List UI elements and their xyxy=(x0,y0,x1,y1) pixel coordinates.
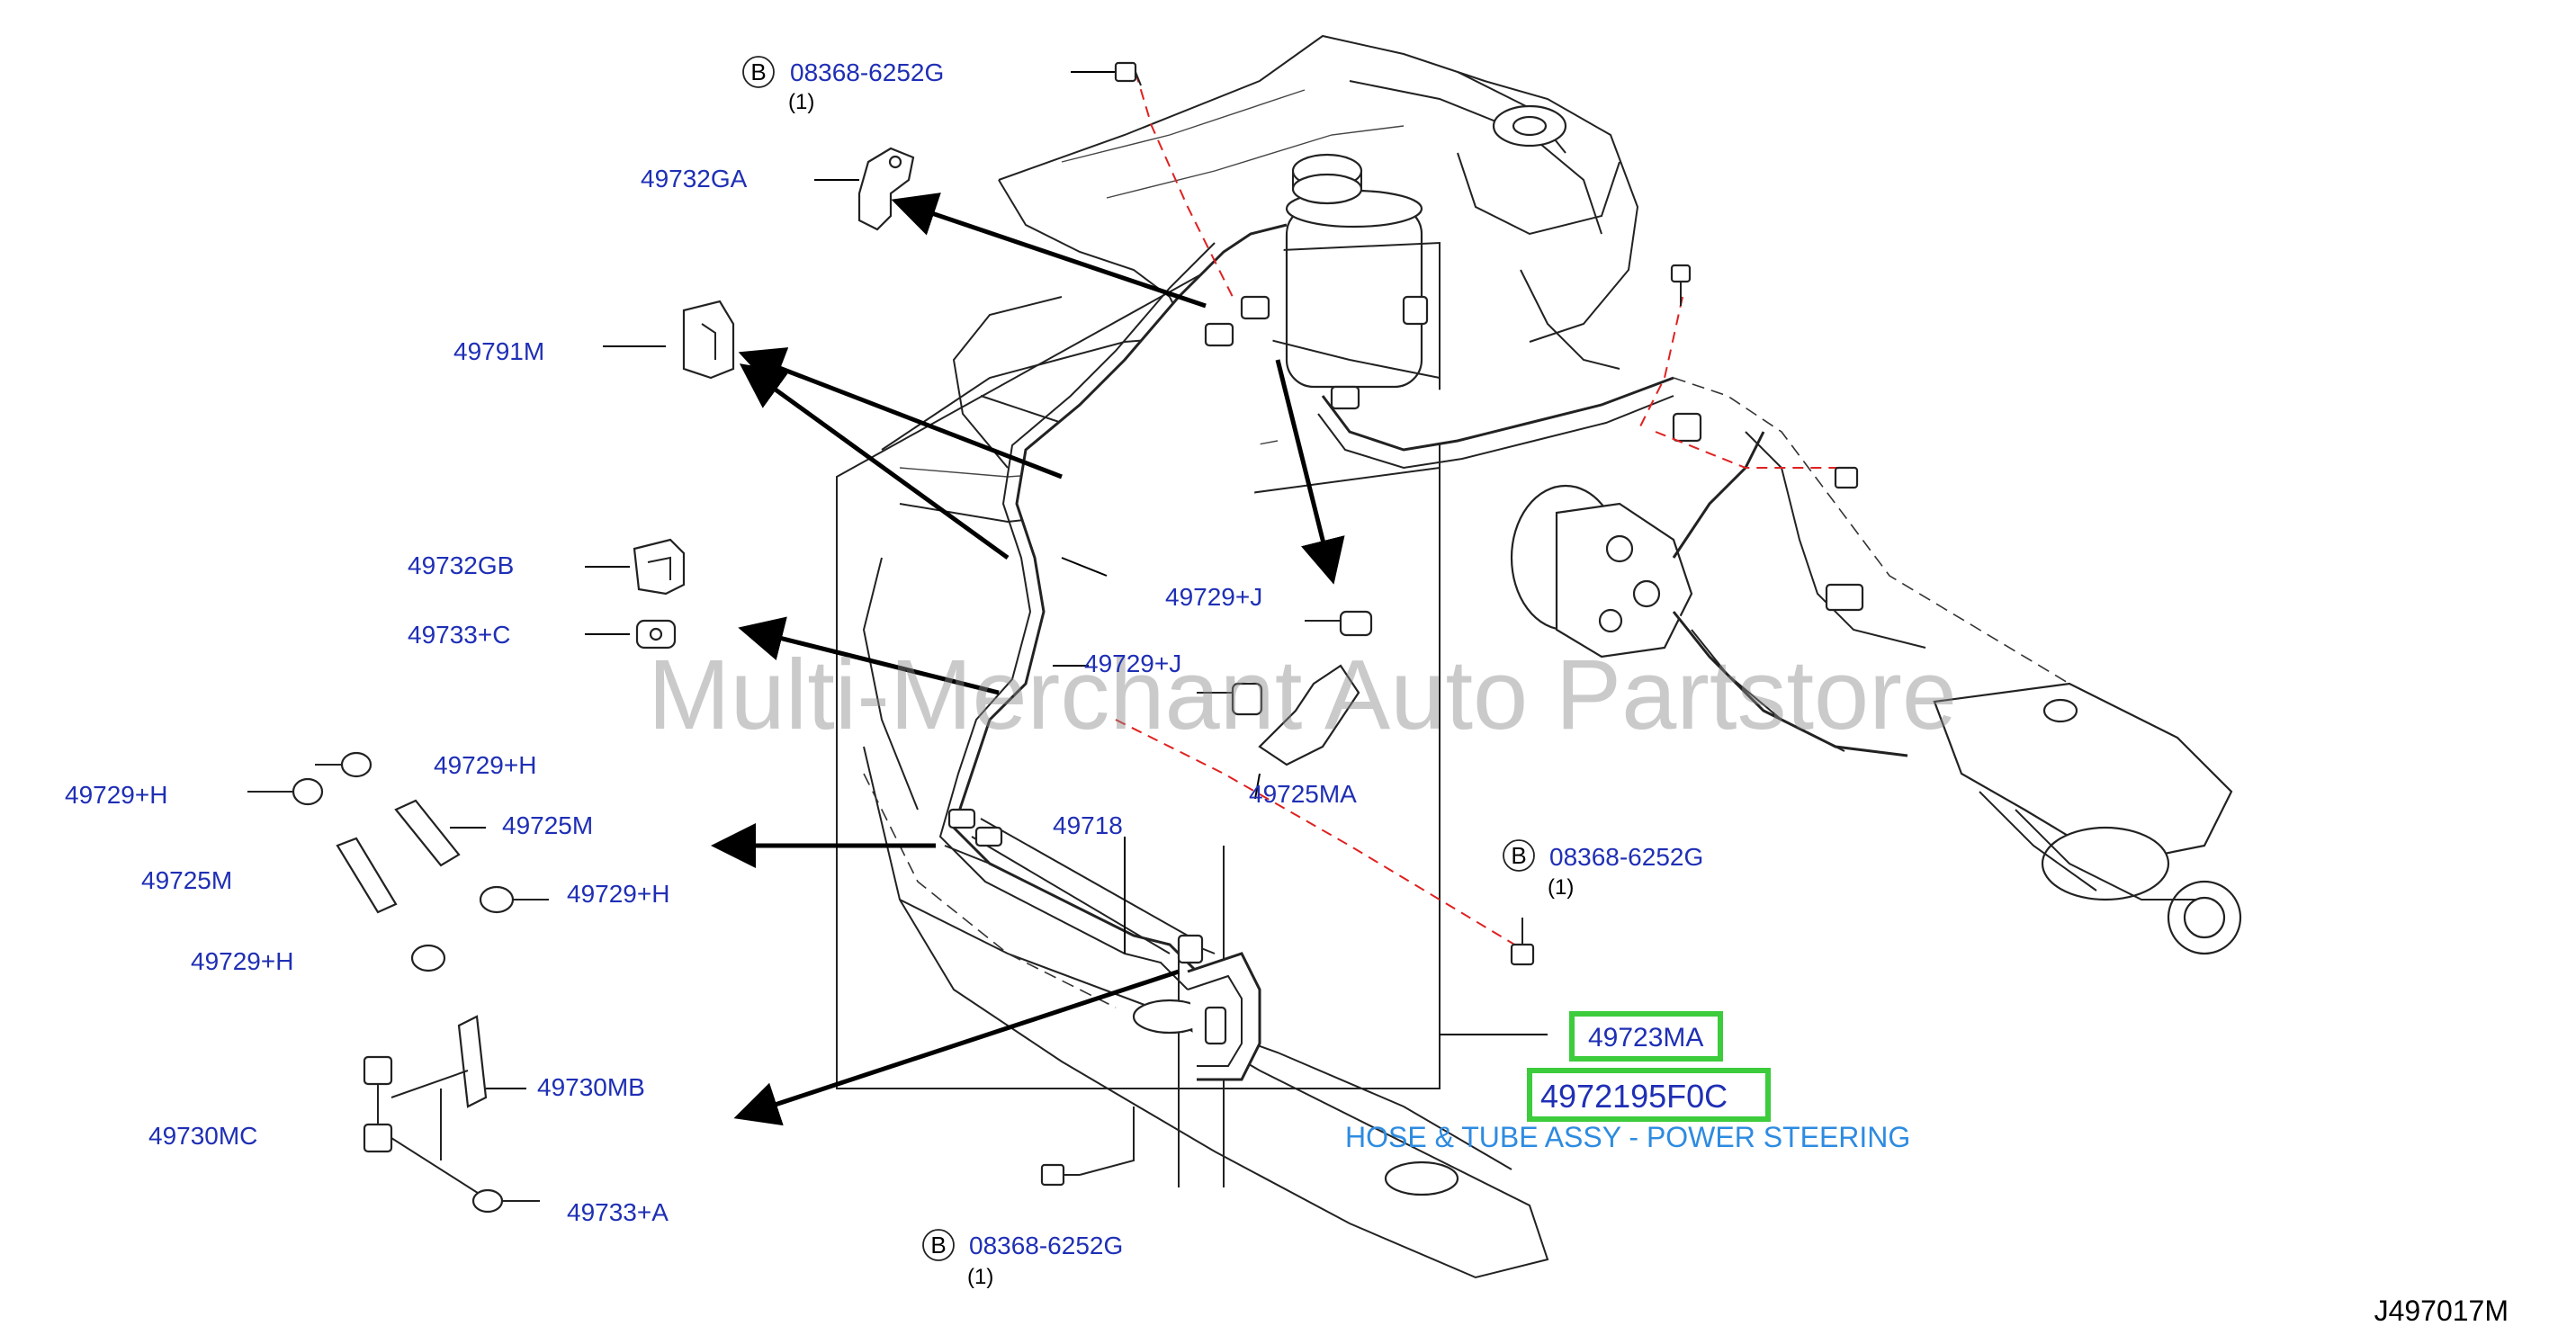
label-49729h-top: 49729+H xyxy=(434,751,536,779)
label-49725ma: 49725MA xyxy=(1249,780,1357,808)
hose-tube-routing xyxy=(938,223,2242,1081)
label-49791m: 49791M xyxy=(453,337,544,365)
label-49723ma: 49723MA xyxy=(1588,1023,1703,1053)
bracket-49732ga-icon xyxy=(857,147,915,231)
label-49725m-right: 49725M xyxy=(502,811,593,839)
bolt-bot-qty: (1) xyxy=(967,1265,993,1289)
bolt-mid-code: 08368-6252G xyxy=(1549,843,1703,871)
label-49729h-left: 49729+H xyxy=(65,781,167,809)
bolt-top-code: 08368-6252G xyxy=(790,58,944,86)
label-49733c: 49733+C xyxy=(408,621,510,649)
bolt-mid-qty: (1) xyxy=(1548,875,1574,900)
bolt-bot-code: 08368-6252G xyxy=(969,1232,1123,1259)
bolt-top-qty: (1) xyxy=(788,90,814,114)
label-49729j-1: 49729+J xyxy=(1165,583,1262,611)
highlight-box-4972195f0c xyxy=(1527,1068,1771,1122)
bolt-icons xyxy=(1040,61,1859,1187)
label-49732ga: 49732GA xyxy=(641,165,748,193)
diagram-code: J497017M xyxy=(2374,1295,2509,1327)
watermark-text: Multi-Merchant Auto Partstore xyxy=(648,640,1957,750)
circle-b-icon-3 xyxy=(922,1229,955,1261)
part-labels: B 08368-6252G (1) 49732GA 49791M 49732GB… xyxy=(65,56,2509,1327)
label-49730mb: 49730MB xyxy=(537,1073,645,1101)
label-49725m-left: 49725M xyxy=(141,866,232,894)
vehicle-frame-artwork xyxy=(836,34,1639,1279)
circle-b-label-2: B xyxy=(1511,842,1526,869)
bolt-leader-lines xyxy=(1115,71,1853,954)
clip-49732gb-icon xyxy=(633,538,686,596)
label-49733a: 49733+A xyxy=(567,1198,669,1226)
circle-b-label: B xyxy=(750,58,766,85)
pointer-arrows xyxy=(711,193,1345,1126)
circle-b-label-3: B xyxy=(930,1232,946,1259)
circle-b-icon xyxy=(742,56,775,88)
label-49730mc: 49730MC xyxy=(148,1122,257,1150)
clamp-49791m-icon xyxy=(682,300,735,380)
loose-parts xyxy=(247,147,1373,1214)
part-description: HOSE & TUBE ASSY - POWER STEERING xyxy=(1345,1121,1910,1153)
circle-b-icon-2 xyxy=(1503,839,1535,872)
label-49729h-mid: 49729+H xyxy=(567,880,669,908)
label-49729h-bot: 49729+H xyxy=(191,947,293,975)
label-49732gb: 49732GB xyxy=(408,551,514,579)
label-4972195f0c: 4972195F0C xyxy=(1540,1078,1728,1115)
label-leaders xyxy=(450,179,1548,1089)
label-49729j-2: 49729+J xyxy=(1084,650,1181,677)
highlight-box-49723ma xyxy=(1569,1011,1723,1062)
label-49718: 49718 xyxy=(1053,811,1123,839)
